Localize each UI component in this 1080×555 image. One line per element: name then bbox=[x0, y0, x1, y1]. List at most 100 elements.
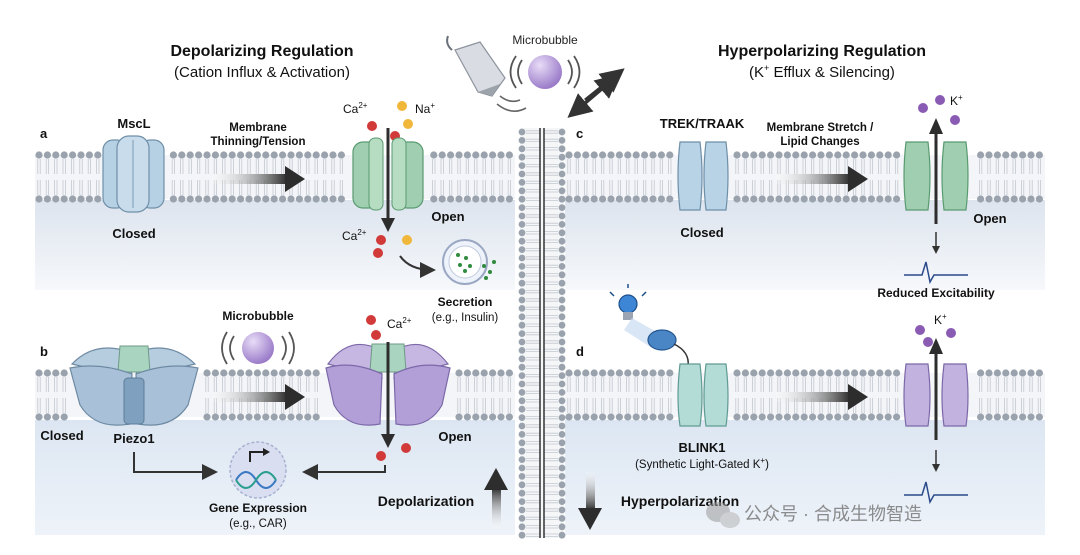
lipid-tail bbox=[449, 159, 453, 174]
lipid-tail bbox=[819, 159, 823, 174]
lipid-head bbox=[558, 347, 566, 354]
lipid-tail bbox=[1012, 159, 1016, 174]
secretion-label: Secretion bbox=[438, 295, 493, 309]
lipid-head bbox=[558, 137, 566, 144]
lipid-tail bbox=[827, 159, 831, 174]
wechat-watermark-icon bbox=[706, 502, 740, 528]
lipid-tail bbox=[205, 180, 209, 195]
lipid-head bbox=[558, 456, 566, 463]
lipid-head bbox=[758, 413, 766, 421]
lipid-tail bbox=[37, 377, 41, 392]
mscl-channel-open bbox=[352, 128, 424, 232]
blink1-name: BLINK1 bbox=[679, 440, 726, 455]
lipid-head bbox=[558, 279, 566, 287]
lipid-tail bbox=[979, 377, 983, 392]
lipid-head bbox=[758, 369, 766, 377]
lipid-head bbox=[518, 279, 526, 287]
lipid-tail bbox=[544, 466, 558, 470]
lipid-head bbox=[607, 151, 615, 159]
lipid-head bbox=[262, 369, 270, 377]
lipid-head bbox=[518, 431, 526, 438]
lipid-tail bbox=[526, 306, 540, 310]
lipid-tail bbox=[634, 377, 638, 392]
lipid-head bbox=[590, 195, 598, 203]
lipid-head bbox=[573, 369, 582, 377]
lipid-head bbox=[582, 195, 590, 203]
lipid-head bbox=[518, 254, 526, 262]
lipid-tail bbox=[584, 377, 588, 392]
arrow-a-text-1: Membrane bbox=[229, 122, 287, 134]
lipid-head bbox=[518, 212, 526, 220]
lipid-head bbox=[590, 151, 598, 159]
lipid-tail bbox=[526, 315, 540, 319]
lipid-head bbox=[809, 369, 817, 377]
lipid-head bbox=[558, 254, 566, 262]
lipid-head bbox=[518, 506, 526, 514]
lipid-tail bbox=[491, 180, 495, 195]
lipid-tail bbox=[643, 159, 647, 174]
lipid-head bbox=[480, 369, 488, 377]
lipid-head bbox=[825, 369, 834, 377]
trek-name: TREK/TRAAK bbox=[660, 116, 745, 131]
lipid-tail bbox=[995, 377, 999, 392]
lipid-tail bbox=[507, 398, 511, 413]
lipid-tail bbox=[634, 180, 638, 195]
center-microbubble-label: Microbubble bbox=[512, 33, 578, 47]
lipid-head bbox=[518, 179, 526, 186]
lipid-tail bbox=[526, 340, 540, 344]
lipid-tail bbox=[213, 377, 217, 392]
lipid-tail bbox=[526, 222, 540, 226]
lipid-head bbox=[262, 151, 270, 159]
lipid-tail bbox=[1037, 398, 1041, 413]
lipid-head bbox=[472, 151, 480, 159]
lipid-tail bbox=[544, 432, 558, 436]
lipid-head bbox=[312, 195, 320, 203]
lipid-tail bbox=[544, 214, 558, 218]
lipid-tail bbox=[544, 172, 558, 176]
lipid-tail bbox=[836, 159, 840, 174]
lipid-tail bbox=[281, 377, 285, 392]
lipid-tail bbox=[526, 390, 540, 394]
lightbulb-icon bbox=[609, 284, 647, 320]
lipid-tail bbox=[499, 377, 503, 392]
lipid-head bbox=[657, 195, 666, 203]
lipid-tail bbox=[987, 180, 991, 195]
trace-d-icon bbox=[904, 481, 968, 505]
depolarization-arrow-up bbox=[484, 468, 508, 528]
lipid-tail bbox=[281, 159, 285, 174]
lipid-tail bbox=[482, 377, 486, 392]
lipid-head bbox=[558, 363, 566, 371]
lipid-tail bbox=[180, 180, 184, 195]
lipid-head bbox=[518, 204, 526, 212]
lipid-head bbox=[472, 195, 480, 203]
lipid-head bbox=[884, 151, 892, 159]
lipid-tail bbox=[544, 424, 558, 428]
lipid-head bbox=[733, 413, 741, 421]
lipid-tail bbox=[526, 197, 540, 201]
lipid-tail bbox=[769, 377, 773, 392]
lipid-tail bbox=[752, 180, 756, 195]
lipid-tail bbox=[432, 159, 436, 174]
lipid-tail bbox=[544, 248, 558, 252]
lipid-tail bbox=[659, 159, 663, 174]
lipid-head bbox=[287, 195, 295, 203]
lipid-head bbox=[590, 413, 598, 421]
lipid-tail bbox=[1004, 159, 1008, 174]
lipid-head bbox=[792, 369, 800, 377]
lipid-head bbox=[472, 369, 480, 377]
lipid-tail bbox=[544, 332, 558, 336]
lipid-tail bbox=[474, 398, 478, 413]
lipid-tail bbox=[482, 159, 486, 174]
lipid-tail bbox=[96, 159, 100, 174]
lipid-tail bbox=[544, 155, 558, 159]
lipid-tail bbox=[526, 206, 540, 210]
lipid-tail bbox=[886, 180, 890, 195]
watermark-text: 公众号 · 合成生物智造 bbox=[744, 504, 922, 524]
lipid-tail bbox=[827, 377, 831, 392]
lipid-head bbox=[43, 151, 52, 159]
lipid-head bbox=[279, 151, 287, 159]
lipid-head bbox=[783, 151, 792, 159]
lipid-head bbox=[666, 413, 674, 421]
lipid-tail bbox=[544, 222, 558, 226]
lipid-head bbox=[558, 229, 566, 237]
